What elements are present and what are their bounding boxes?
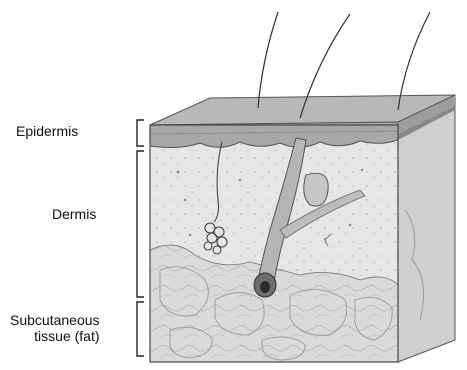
dermis-label: Dermis [52,206,96,222]
epidermis-bracket [137,120,144,146]
sebaceous-gland [304,173,328,206]
dermis-bracket [137,151,144,297]
block-right-face [398,95,455,362]
subcutaneous-label-line2: tissue (fat) [10,328,100,344]
subcutaneous-bracket [137,302,144,356]
epidermis-label: Epidermis [16,123,78,139]
subcutaneous-label-line1: Subcutaneous [10,312,100,328]
subcutaneous-label: Subcutaneous tissue (fat) [10,312,100,344]
layer-brackets [137,120,144,356]
